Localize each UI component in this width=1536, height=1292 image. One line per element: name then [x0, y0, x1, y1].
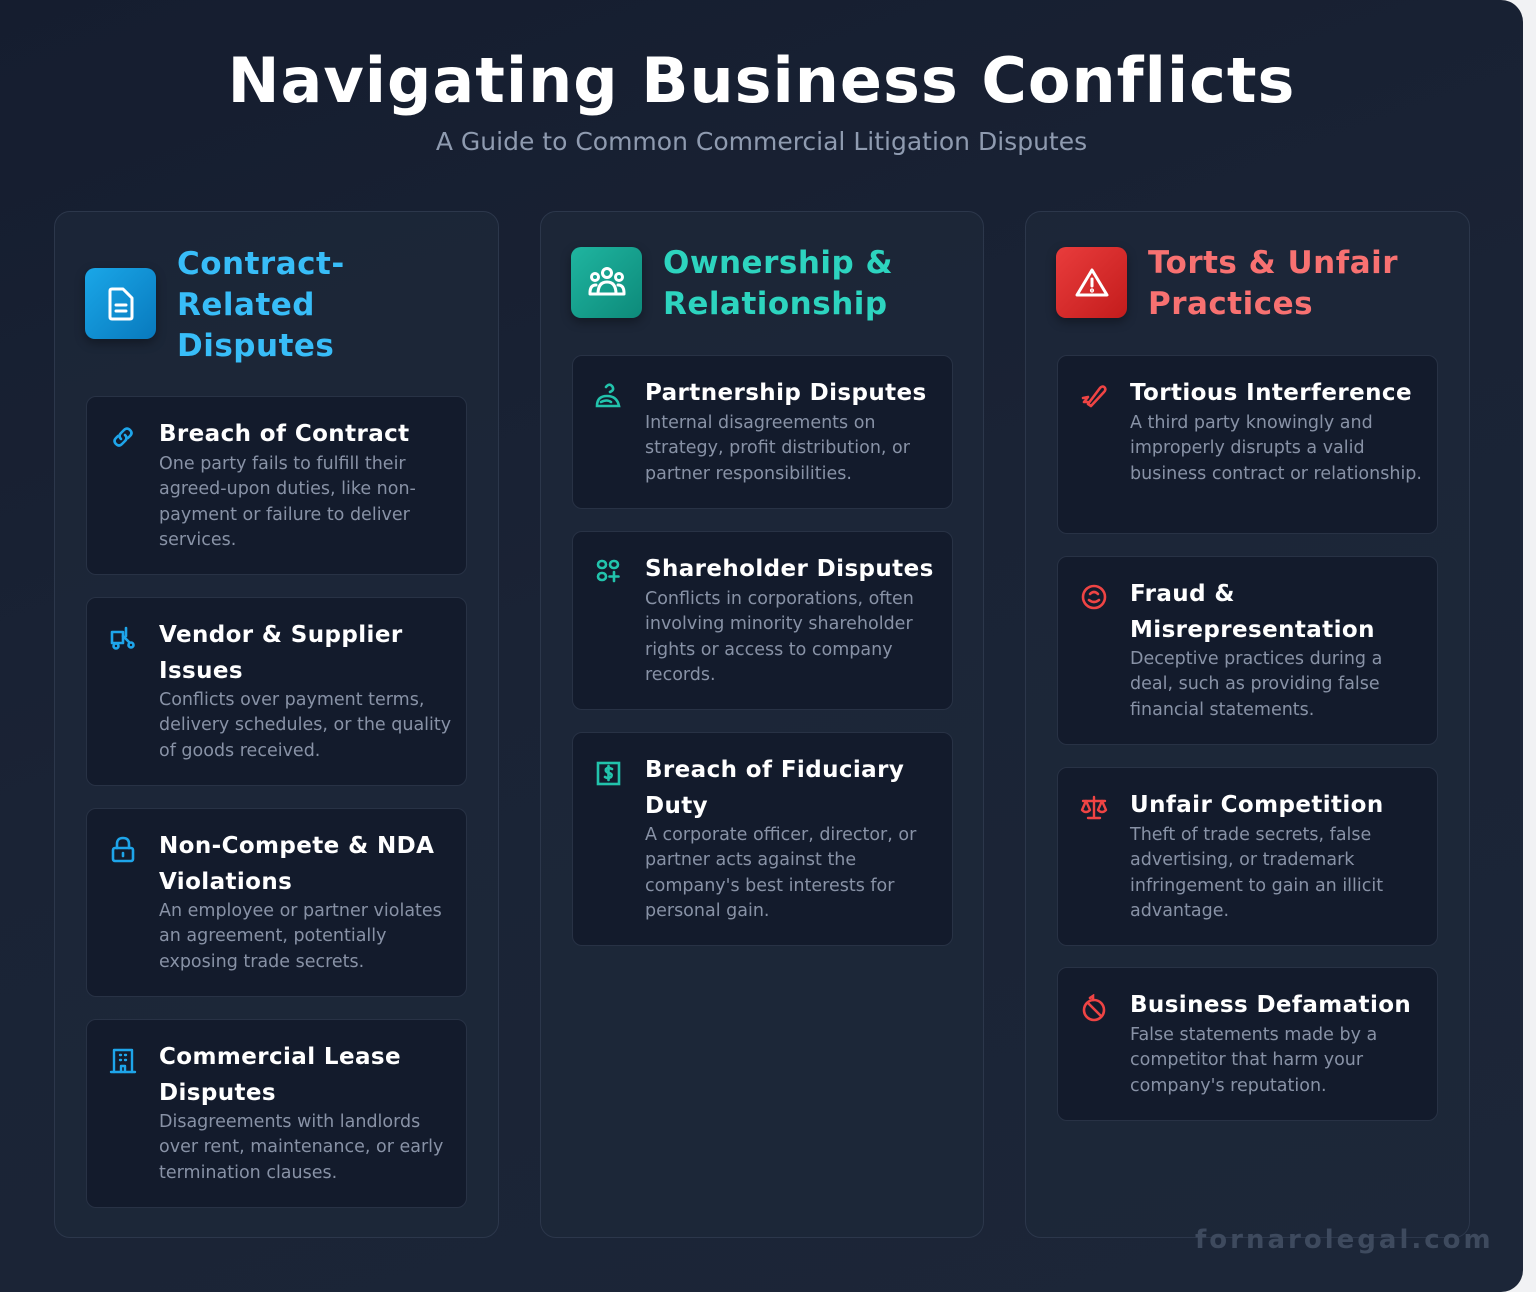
category-title: Ownership & Relationship: [663, 245, 894, 322]
dispute-card: Commercial Lease Disputes Disagreements …: [86, 1019, 467, 1208]
users-group-icon: [571, 247, 642, 318]
slash-circle-icon: [1082, 994, 1106, 1022]
dispute-card: Non-Compete & NDA Violations An employee…: [86, 808, 467, 997]
category-header: Ownership & Relationship: [571, 245, 943, 325]
truck-icon: [110, 626, 135, 650]
building-icon: [109, 1048, 137, 1074]
dispute-card: Business Defamation False statements mad…: [1057, 967, 1438, 1121]
category-column-torts: Torts & Unfair Practices Tortious Interf…: [1025, 211, 1470, 1238]
dispute-card: Unfair Competition Theft of trade secret…: [1057, 767, 1438, 946]
card-title: Shareholder Disputes: [645, 556, 934, 582]
card-title: Partnership Disputes: [645, 380, 927, 406]
pen-strike-icon: [1081, 385, 1107, 408]
card-title: Vendor & Supplier Issues: [159, 622, 403, 684]
card-title: Non-Compete & NDA Violations: [159, 833, 435, 895]
link-icon: [113, 427, 133, 447]
card-title: Breach of Contract: [159, 421, 410, 447]
shapes-plus-icon: [596, 559, 620, 583]
user-icon: [595, 383, 621, 408]
mask-circle-icon: [1081, 584, 1107, 610]
card-title: Business Defamation: [1130, 992, 1412, 1018]
card-description: False statements made by a competitor th…: [1130, 1025, 1378, 1096]
card-title: Breach of Fiduciary Duty: [645, 757, 905, 819]
warning-icon: [1056, 247, 1127, 318]
card-description: An employee or partner violates an agree…: [159, 901, 442, 972]
card-description: One party fails to fulfill their agreed-…: [159, 454, 416, 550]
dispute-card: Shareholder Disputes Conflicts in corpor…: [572, 531, 953, 710]
document-icon: [85, 268, 156, 339]
dispute-card: Fraud & Misrepresentation Deceptive prac…: [1057, 556, 1438, 745]
card-description: A third party knowingly and improperly d…: [1130, 413, 1422, 484]
card-description: Deceptive practices during a deal, such …: [1130, 649, 1383, 720]
dollar-square-icon: [596, 761, 621, 786]
lock-icon: [111, 836, 135, 863]
dispute-card: Partnership Disputes Internal disagreeme…: [572, 355, 953, 509]
card-description: A corporate officer, director, or partne…: [645, 825, 917, 921]
card-description: Disagreements with landlords over rent, …: [159, 1112, 444, 1183]
dispute-card: Tortious Interference A third party know…: [1057, 355, 1438, 534]
category-title: Torts & Unfair Practices: [1148, 245, 1399, 322]
dispute-card: Breach of Fiduciary Duty A corporate off…: [572, 732, 953, 946]
category-column-ownership: Ownership & Relationship Partnership Dis…: [540, 211, 984, 1238]
card-description: Internal disagreements on strategy, prof…: [645, 413, 910, 484]
dispute-card: Vendor & Supplier Issues Conflicts over …: [86, 597, 467, 786]
category-header: Contract-Related Disputes: [85, 246, 437, 367]
category-title: Contract-Related Disputes: [177, 246, 345, 364]
card-title: Commercial Lease Disputes: [159, 1044, 401, 1106]
dispute-card: Breach of Contract One party fails to fu…: [86, 396, 467, 575]
card-description: Conflicts in corporations, often involvi…: [645, 589, 914, 685]
category-header: Torts & Unfair Practices: [1056, 245, 1438, 325]
card-description: Theft of trade secrets, false advertisin…: [1130, 825, 1384, 921]
page-title: Navigating Business Conflicts: [227, 44, 1296, 117]
category-column-contract: Contract-Related Disputes Breach of Cont…: [54, 211, 499, 1238]
card-description: Conflicts over payment terms, delivery s…: [159, 690, 452, 761]
card-title: Unfair Competition: [1130, 792, 1384, 818]
scale-icon: [1080, 795, 1108, 820]
watermark: fornarolegal.com: [1195, 1225, 1494, 1255]
card-title: Tortious Interference: [1130, 380, 1412, 406]
card-title: Fraud & Misrepresentation: [1130, 581, 1375, 643]
page-subtitle: A Guide to Common Commercial Litigation …: [435, 127, 1088, 156]
